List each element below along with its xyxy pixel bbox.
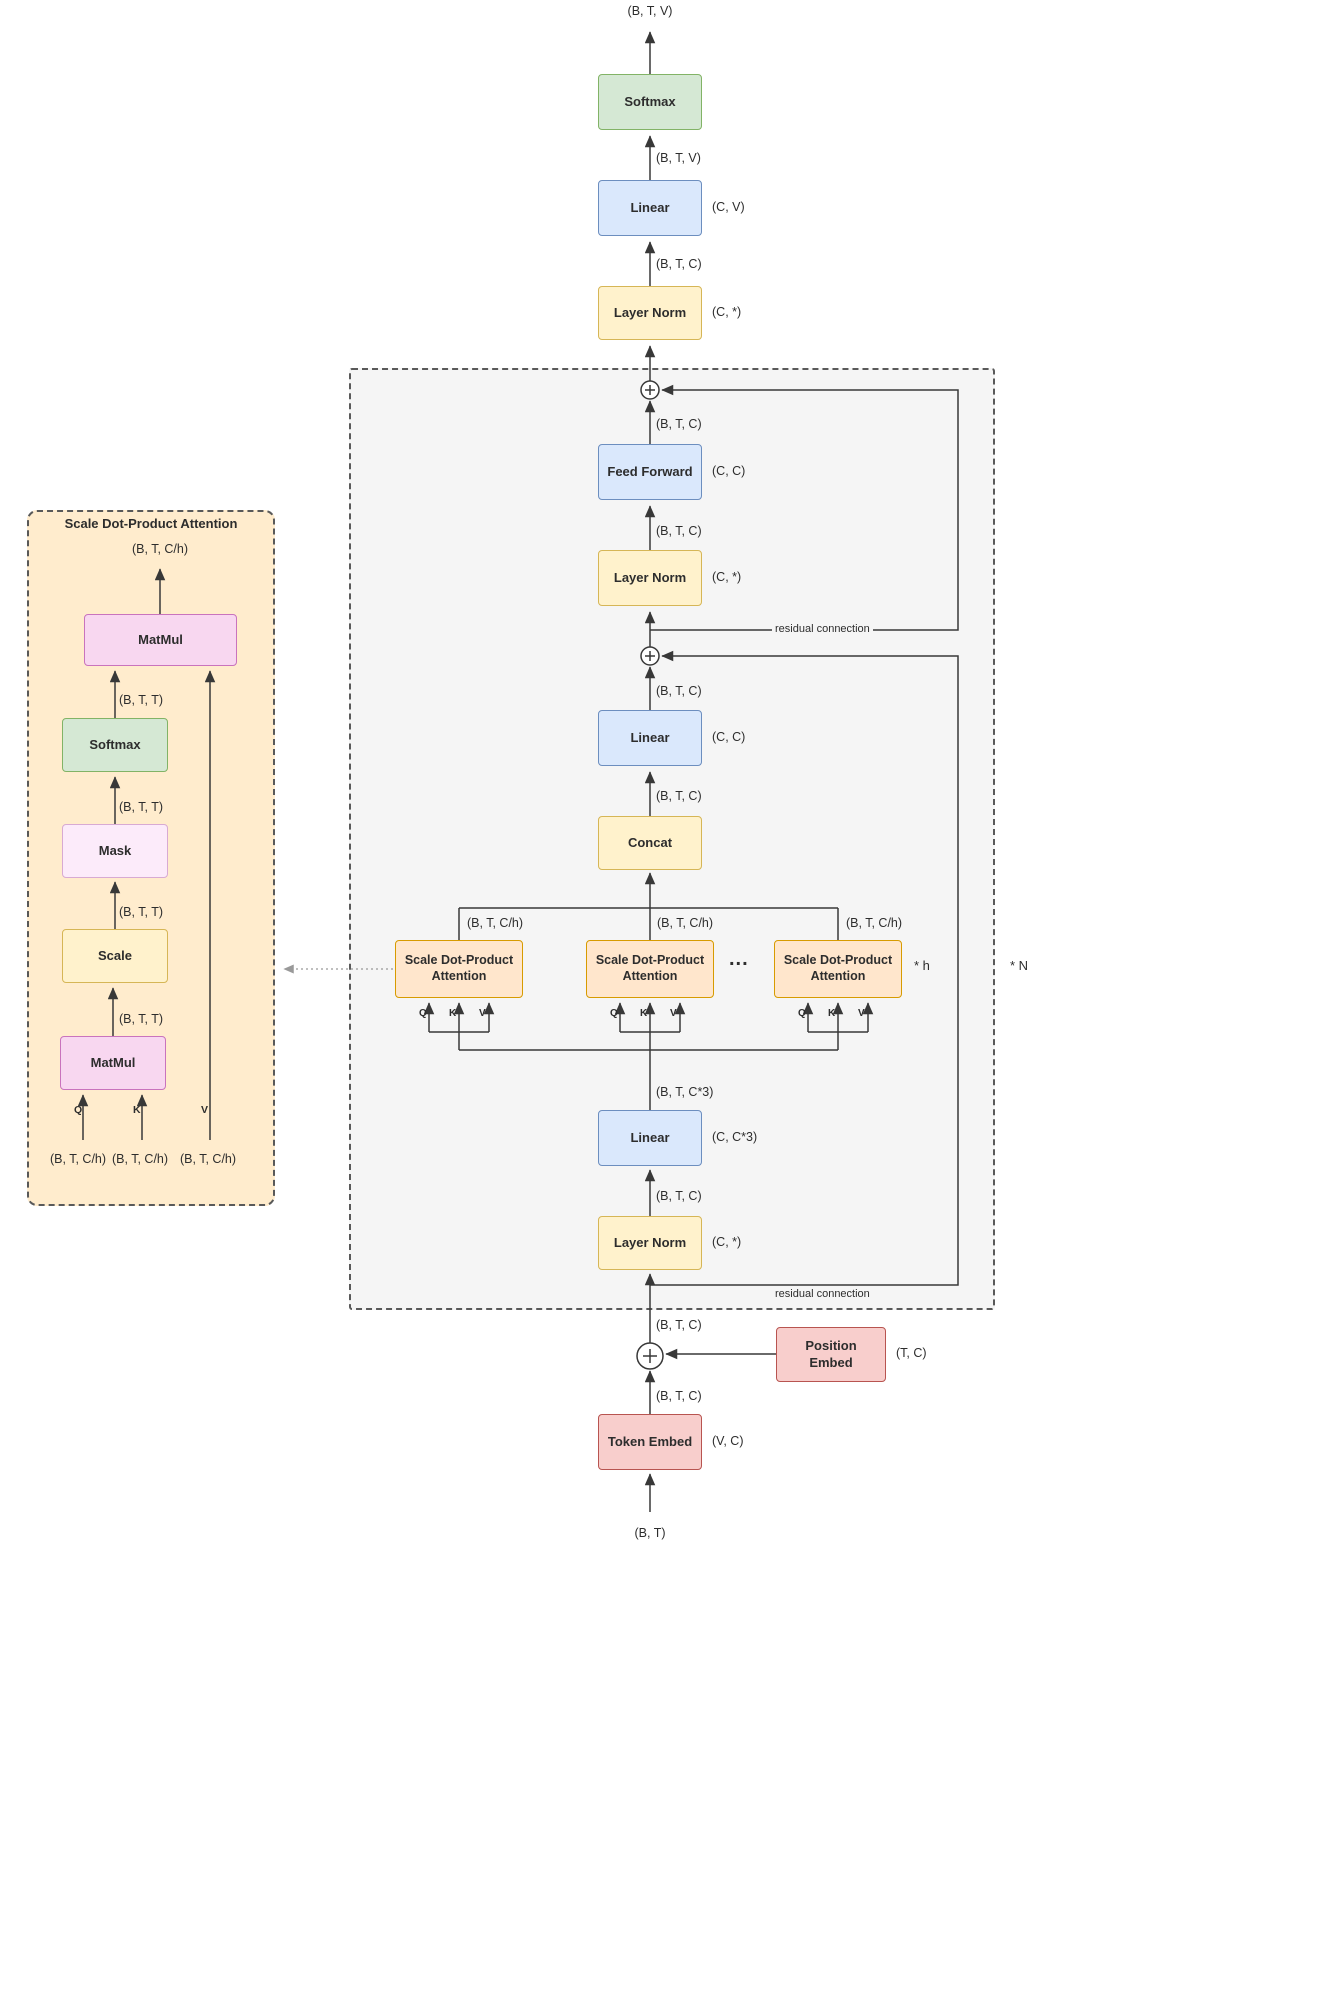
head-1-q-label: Q (419, 1008, 427, 1019)
add-node-embed (636, 1342, 664, 1370)
head-2-v-label: V (670, 1008, 677, 1019)
attn-v-dim-label: (B, T, C/h) (180, 1152, 237, 1166)
attn-out-dim-label: (B, T, C/h) (131, 542, 189, 556)
softmax-in-dim-label: (B, T, V) (656, 151, 701, 165)
token-embed-node: Token Embed (598, 1414, 702, 1470)
attention-detail-title: Scale Dot-Product Attention (64, 516, 238, 531)
ff-in-dim-label: (B, T, C) (656, 524, 702, 538)
layer-norm-1-node: Layer Norm (598, 1216, 702, 1270)
ln1-out-dim-label: (B, T, C) (656, 1189, 702, 1203)
head-1-k-label: K (449, 1008, 457, 1019)
linear-proj-node: Linear (598, 710, 702, 766)
block-repeat-label: * N (1010, 958, 1029, 973)
layer-norm-1-param-label: (C, *) (712, 1235, 742, 1249)
residual-connection-lower-label: residual connection (772, 1288, 873, 1300)
residual-connection-lower-line (650, 650, 959, 1286)
linear-head-in-dim-label: (B, T, C) (656, 257, 702, 271)
attention-head-3-node: Scale Dot-Product Attention (774, 940, 902, 998)
linear-head-param-label: (C, V) (712, 200, 745, 214)
layer-norm-2-param-label: (C, *) (712, 570, 742, 584)
proj-out-dim-label: (B, T, C) (656, 684, 702, 698)
feed-forward-param-label: (C, C) (712, 464, 746, 478)
layer-norm-2-node: Layer Norm (598, 550, 702, 606)
concat-out-dim-label: (B, T, C) (656, 789, 702, 803)
attn-k-dim-label: (B, T, C/h) (112, 1152, 169, 1166)
layer-norm-final-param-label: (C, *) (712, 305, 742, 319)
block-in-dim-label: (B, T, C) (656, 1318, 702, 1332)
token-embed-param-label: (V, C) (712, 1434, 744, 1448)
heads-output-bus (458, 907, 839, 940)
head-3-k-label: K (828, 1008, 836, 1019)
attn-q-label: Q (74, 1104, 83, 1116)
attention-head-2-node: Scale Dot-Product Attention (586, 940, 714, 998)
position-embed-node: Position Embed (776, 1327, 886, 1382)
mask-node: Mask (62, 824, 168, 878)
attention-head-1-node: Scale Dot-Product Attention (395, 940, 523, 998)
add-node-top (640, 380, 660, 400)
head-3-v-label: V (858, 1008, 865, 1019)
attn-q-dim-label: (B, T, C/h) (50, 1152, 107, 1166)
linear-proj-param-label: (C, C) (712, 730, 746, 744)
scale-node: Scale (62, 929, 168, 983)
attn-softmax-node: Softmax (62, 718, 168, 772)
attn-v-label: V (201, 1104, 209, 1116)
layer-norm-final-node: Layer Norm (598, 286, 702, 340)
linear-qkv-node: Linear (598, 1110, 702, 1166)
ff-out-dim-label: (B, T, C) (656, 417, 702, 431)
linear-qkv-param-label: (C, C*3) (712, 1130, 758, 1144)
attn-dim-tt-3-label: (B, T, T) (119, 905, 163, 919)
output-dim-label: (B, T, V) (627, 4, 673, 18)
add-node-middle (640, 646, 660, 666)
heads-repeat-label: * h (914, 958, 930, 973)
head-2-q-label: Q (610, 1008, 618, 1019)
attn-dim-tt-2-label: (B, T, T) (119, 800, 163, 814)
head-3-q-label: Q (798, 1008, 806, 1019)
head-1-out-dim-label: (B, T, C/h) (467, 916, 524, 930)
matmul-top-node: MatMul (84, 614, 237, 666)
residual-connection-upper-label: residual connection (772, 623, 873, 635)
heads-qkv-inputs (423, 1002, 874, 1110)
heads-ellipsis: ... (729, 948, 749, 970)
concat-node: Concat (598, 816, 702, 870)
attn-dim-tt-4-label: (B, T, T) (119, 1012, 163, 1026)
head-2-out-dim-label: (B, T, C/h) (657, 916, 714, 930)
attn-k-label: K (133, 1104, 141, 1116)
linear-head-node: Linear (598, 180, 702, 236)
softmax-node: Softmax (598, 74, 702, 130)
qkv-dim-label: (B, T, C*3) (656, 1085, 714, 1099)
head-1-v-label: V (479, 1008, 486, 1019)
head-2-k-label: K (640, 1008, 648, 1019)
attention-detail-arrows (77, 568, 216, 1140)
token-out-dim-label: (B, T, C) (656, 1389, 702, 1403)
position-embed-param-label: (T, C) (896, 1346, 927, 1360)
attn-dim-tt-1-label: (B, T, T) (119, 693, 163, 707)
matmul-bottom-node: MatMul (60, 1036, 166, 1090)
head-3-out-dim-label: (B, T, C/h) (846, 916, 903, 930)
input-dim-label: (B, T) (634, 1526, 666, 1540)
feed-forward-node: Feed Forward (598, 444, 702, 500)
